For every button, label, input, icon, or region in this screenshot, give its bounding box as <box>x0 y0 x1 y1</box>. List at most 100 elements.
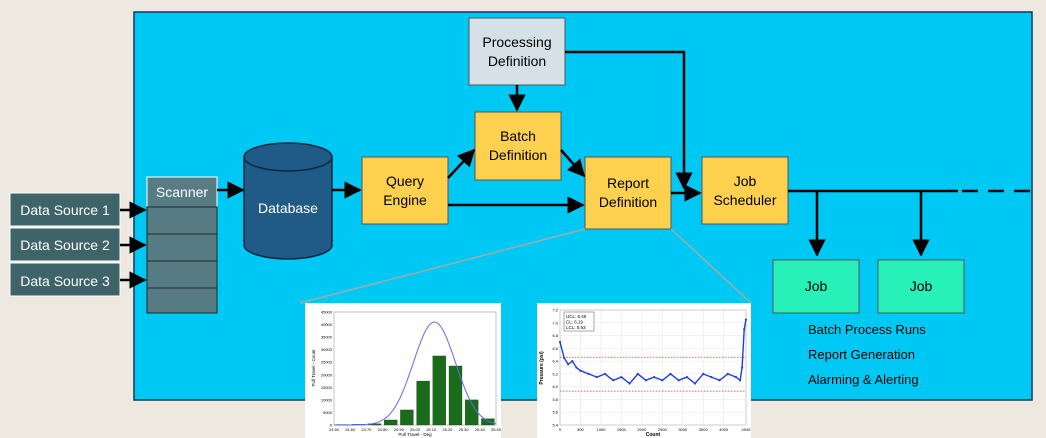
control-chart-xtick: 2500 <box>658 427 668 432</box>
query-engine-line1: Query <box>386 173 424 189</box>
control-chart-point <box>744 318 748 321</box>
histogram-xtick: 25.50 <box>491 427 502 432</box>
control-chart-ytick: 7.0 <box>552 320 558 325</box>
control-chart-point <box>685 375 688 379</box>
histogram-bar <box>400 409 414 426</box>
control-chart-xtick: 3000 <box>678 427 688 432</box>
histogram-xtick: 24.90 <box>394 427 405 432</box>
control-chart-point <box>579 369 582 372</box>
report-definition-line2: Definition <box>599 194 657 210</box>
control-chart-point <box>644 379 648 382</box>
histogram-ytick: 30000 <box>321 347 333 352</box>
control-chart-point <box>738 379 742 382</box>
query-engine-box: Query Engine <box>361 156 449 225</box>
histogram-xtick: 24.80 <box>378 427 389 432</box>
control-chart-ytick: 5.6 <box>552 410 558 415</box>
control-chart-ytick: 6.2 <box>552 371 558 376</box>
histogram-xtick: 25.30 <box>459 427 470 432</box>
data-source-2: Data Source 2 <box>9 227 121 262</box>
histogram-xlabel: Pull Travel - Deg <box>398 432 432 437</box>
batch-definition-line1: Batch <box>500 128 536 144</box>
batch-definition-line2: Definition <box>489 147 547 163</box>
control-chart-point <box>669 372 672 375</box>
job-box-1-label: Job <box>805 278 828 294</box>
histogram-xtick: 24.70 <box>361 427 372 432</box>
control-chart-xlabel: Count <box>646 432 661 438</box>
histogram-xtick: 25.00 <box>410 427 421 432</box>
processing-definition-box: Processing Definition <box>468 17 566 86</box>
control-chart-ylabel: Pressure (psi) <box>539 351 545 385</box>
control-chart-point <box>677 379 680 382</box>
callout-line-left <box>299 228 586 304</box>
control-chart-point <box>734 375 738 379</box>
histogram-xtick: 24.50 <box>329 427 340 432</box>
control-chart-xtick: 500 <box>577 427 584 432</box>
histogram-xtick: 25.20 <box>442 427 453 432</box>
report-definition-line1: Report <box>607 175 649 191</box>
job-scheduler-box: Job Scheduler <box>701 156 789 225</box>
control-chart-ytick: 6.8 <box>552 333 558 338</box>
histogram-bar <box>432 355 446 426</box>
job-scheduler-line1: Job <box>734 173 757 189</box>
histogram-xtick: 25.40 <box>475 427 486 432</box>
callout-line-right <box>670 228 752 304</box>
legend-lcl: LCL: 5.93 <box>566 325 586 330</box>
data-source-1-label: Data Source 1 <box>20 202 110 218</box>
control-chart-ytick: 6.6 <box>552 346 558 351</box>
histogram-xtick: 25.10 <box>426 427 437 432</box>
control-chart-point <box>741 366 744 369</box>
control-chart-xtick: 1000 <box>596 427 606 432</box>
control-chart-xtick: 4545 <box>742 427 752 432</box>
report-definition-box: Report Definition <box>584 156 672 230</box>
control-chart-ytick: 6.0 <box>552 384 558 389</box>
query-engine-line2: Engine <box>383 192 427 208</box>
control-chart-point <box>603 372 607 375</box>
histogram-ytick: 10000 <box>321 397 333 402</box>
histogram-ytick: 25000 <box>321 360 333 365</box>
histogram-xtick: 24.60 <box>345 427 356 432</box>
control-chart-point <box>693 382 697 385</box>
data-source-3-label: Data Source 3 <box>20 273 110 289</box>
histogram-ytick: 5000 <box>323 410 333 415</box>
control-chart-point <box>562 356 566 360</box>
control-chart-ytick: 7.2 <box>552 308 558 313</box>
control-chart-point <box>595 375 598 379</box>
control-chart-point <box>743 328 746 331</box>
data-source-2-label: Data Source 2 <box>20 237 110 253</box>
control-chart-xtick: 1500 <box>617 427 627 432</box>
histogram-ytick: 40000 <box>321 322 333 327</box>
control-chart-point <box>571 360 574 363</box>
database-cylinder: Database <box>243 142 333 260</box>
control-chart-point <box>628 382 631 385</box>
control-chart-point <box>653 375 656 379</box>
control-chart-point <box>726 372 729 375</box>
output-batch-process-runs: Batch Process Runs <box>808 322 926 337</box>
control-chart-point <box>587 372 590 375</box>
histogram-ytick: 15000 <box>321 385 333 390</box>
processing-definition-line1: Processing <box>482 34 551 50</box>
output-alarming-alerting: Alarming & Alerting <box>808 372 919 387</box>
histogram-bar <box>416 380 430 426</box>
control-chart-ytick: 5.4 <box>552 423 558 428</box>
job-scheduler-line2: Scheduler <box>713 192 776 208</box>
batch-definition-box: Batch Definition <box>474 111 562 181</box>
job-box-2: Job <box>877 259 965 314</box>
database-label: Database <box>258 200 318 216</box>
histogram-ytick: 20000 <box>321 372 333 377</box>
control-chart-point <box>710 375 713 379</box>
legend-ucl: UCL: 6.46 <box>566 314 587 319</box>
control-chart-ytick: 6.4 <box>552 359 558 364</box>
control-chart-point <box>612 379 615 382</box>
histogram-bar <box>481 418 495 426</box>
data-source-1: Data Source 1 <box>9 192 121 227</box>
control-chart-xtick: 4000 <box>719 427 729 432</box>
histogram-ytick: 45000 <box>321 310 333 315</box>
histogram-bar <box>384 419 398 426</box>
processing-definition-line2: Definition <box>488 53 546 69</box>
histogram-ytick: 35000 <box>321 335 333 340</box>
scanner-stack: Scanner <box>146 176 218 314</box>
control-chart-point <box>636 372 639 375</box>
control-chart-xtick: 0 <box>559 427 562 432</box>
